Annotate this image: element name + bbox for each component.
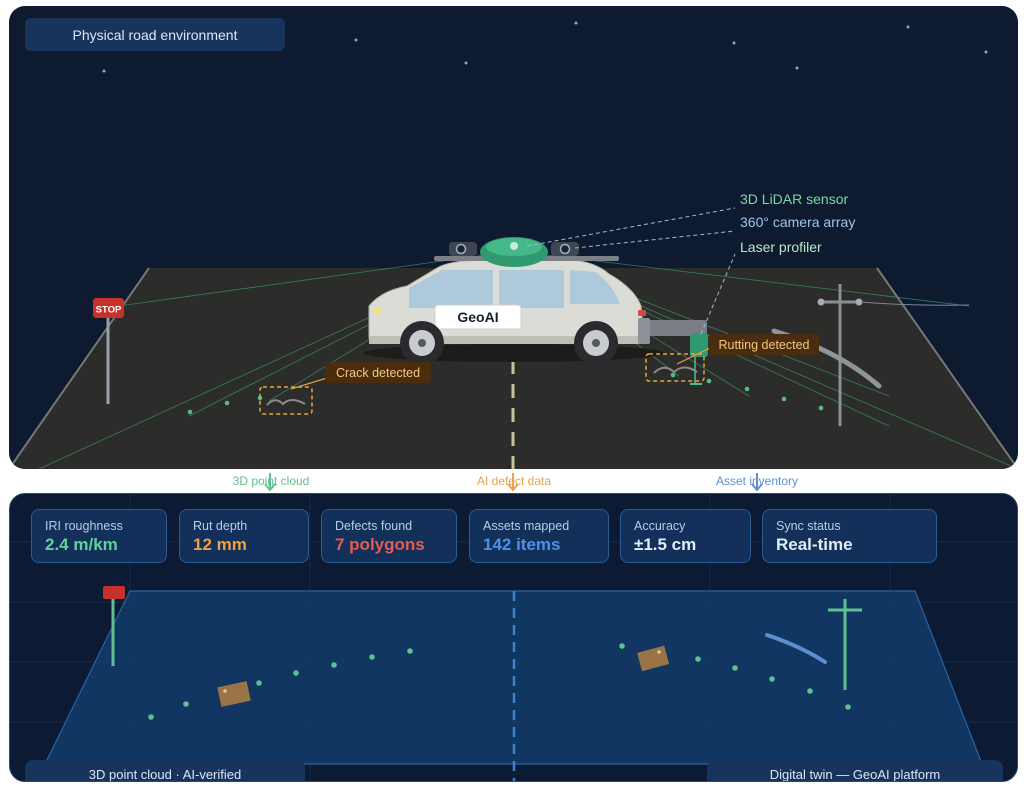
road-edge-right bbox=[876, 267, 1018, 469]
twin-point-cloud-left bbox=[148, 648, 413, 720]
metric-label: Assets mapped bbox=[483, 519, 570, 533]
metric-value: 142 items bbox=[483, 535, 561, 554]
laser-profiler-label: Laser profiler bbox=[740, 239, 822, 255]
crack-defect-box bbox=[259, 386, 313, 415]
metric-value: 12 mm bbox=[193, 535, 247, 554]
metric-value: Real-time bbox=[776, 535, 853, 554]
crack-label-bg bbox=[325, 362, 431, 383]
twin-point-cloud-right bbox=[619, 643, 851, 710]
vehicle-label: GeoAI bbox=[457, 309, 498, 325]
digital-twin-view bbox=[10, 494, 1017, 781]
survey-vehicle: GeoAI bbox=[364, 237, 708, 385]
metric-card-rut-depth: Rut depth 12 mm bbox=[179, 509, 309, 563]
point-cloud-caption: 3D point cloud · AI-verified bbox=[25, 760, 305, 781]
physical-environment-panel: STOP bbox=[9, 6, 1018, 469]
twin-stop-sign bbox=[103, 586, 125, 599]
twin-defect-polygon-right bbox=[637, 645, 670, 672]
road-scene: STOP bbox=[9, 21, 1018, 469]
metric-label: IRI roughness bbox=[45, 519, 123, 533]
rutting-detected-label: Rutting detected bbox=[718, 338, 809, 352]
flow-arrows bbox=[264, 473, 763, 492]
power-line bbox=[860, 301, 970, 306]
digital-twin-caption: Digital twin — GeoAI platform bbox=[707, 760, 1003, 781]
metric-label: Sync status bbox=[776, 519, 841, 533]
digital-twin-panel: IRI roughness 2.4 m/km Rut depth 12 mm D… bbox=[9, 493, 1018, 782]
rutting-defect-box bbox=[645, 353, 705, 382]
metric-value: 7 polygons bbox=[335, 535, 425, 554]
defect-data-flow-label: AI defect data bbox=[476, 474, 552, 488]
rutting-label-bg bbox=[709, 334, 819, 355]
metric-label: Accuracy bbox=[634, 519, 686, 533]
physical-environment-title: Physical road environment bbox=[25, 18, 285, 51]
metric-card-assets-mapped: Assets mapped 142 items bbox=[469, 509, 609, 563]
twin-defect-polygon-left bbox=[217, 681, 251, 707]
stop-sign bbox=[93, 298, 124, 318]
metric-label: Defects found bbox=[335, 519, 413, 533]
crack-mark bbox=[266, 399, 306, 406]
metric-card-defects-found: Defects found 7 polygons bbox=[321, 509, 457, 563]
camera-array-label: 360° camera array bbox=[740, 214, 855, 230]
stop-sign-text: STOP bbox=[96, 305, 122, 316]
crack-detected-label: Crack detected bbox=[336, 366, 420, 380]
lidar-sensor-label: 3D LiDAR sensor bbox=[740, 191, 848, 207]
stars bbox=[102, 21, 988, 73]
rutting-mark bbox=[653, 366, 698, 374]
metric-card-sync-status: Sync status Real-time bbox=[762, 509, 937, 563]
asset-inventory-flow-label: Asset inventory bbox=[715, 474, 799, 488]
sensor-leader-lines bbox=[526, 207, 736, 335]
metric-card-accuracy: Accuracy ±1.5 cm bbox=[620, 509, 751, 563]
metric-label: Rut depth bbox=[193, 519, 248, 533]
twin-guardrail bbox=[765, 633, 827, 664]
metric-value: 2.4 m/km bbox=[45, 535, 118, 554]
point-cloud-flow-label: 3D point cloud bbox=[232, 474, 310, 488]
metric-card-iri-roughness: IRI roughness 2.4 m/km bbox=[31, 509, 167, 563]
scan-points bbox=[187, 372, 824, 415]
road-edge-left bbox=[9, 267, 150, 469]
metric-value: ±1.5 cm bbox=[634, 535, 697, 554]
